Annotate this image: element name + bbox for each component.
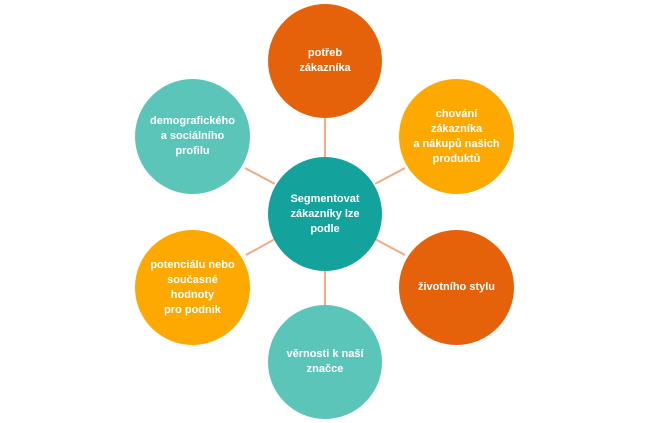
connector-demographic [244, 167, 276, 185]
node-value: potenciálu nebo současné hodnoty pro pod… [135, 230, 250, 345]
center-node-label: Segmentovat zákazníky lze podle [290, 192, 360, 235]
node-loyalty: věrnosti k naší značce [268, 305, 382, 419]
connector-behaviour [374, 167, 406, 185]
center-node: Segmentovat zákazníky lze podle [268, 157, 382, 271]
node-behaviour: chování zákazníka a nákupů našich produk… [399, 79, 514, 194]
node-lifestyle: životního stylu [399, 230, 514, 345]
node-demographic-label: demografického a sociálního profilu [150, 115, 235, 157]
node-loyalty-label: věrnosti k naší značce [286, 348, 364, 375]
connector-lifestyle [374, 238, 406, 256]
connector-value [245, 238, 276, 256]
node-needs-label: potřeb zákazníka [299, 47, 351, 74]
node-behaviour-label: chování zákazníka a nákupů našich produk… [413, 107, 500, 165]
node-demographic: demografického a sociálního profilu [135, 79, 250, 194]
node-needs: potřeb zákazníka [268, 4, 382, 118]
node-lifestyle-label: životního stylu [418, 281, 495, 293]
node-value-label: potenciálu nebo současné hodnoty pro pod… [150, 258, 235, 316]
